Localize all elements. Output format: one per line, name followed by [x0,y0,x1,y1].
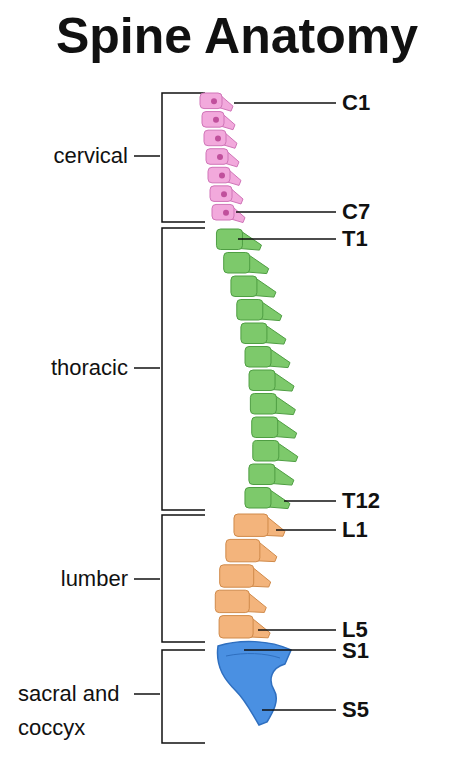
vertebra [200,93,233,111]
vertebral-body [226,539,260,561]
bracket [162,228,205,510]
foramen [217,154,223,160]
vertebra [212,204,245,222]
leader-line [276,529,336,531]
bracket [162,650,205,743]
vertebral-body [245,347,271,368]
vertebra-label: C1 [342,90,370,116]
vertebra-label: S1 [342,638,369,664]
leader-line [236,211,336,213]
vertebral-body [249,370,275,391]
foramen [221,191,227,197]
region-brackets [134,93,205,743]
vertebral-body [220,565,254,587]
vertebral-body [252,417,278,438]
vertebra [245,488,290,509]
leader-line [284,500,336,502]
vertebral-body [241,323,267,344]
vertebra [206,149,239,167]
region-label: thoracic [51,351,128,385]
vertebral-body [219,616,253,638]
vertebral-body [245,488,271,509]
vertebra [245,347,290,368]
vertebra [231,276,276,297]
leader-line [244,649,336,651]
vertebral-body [212,204,234,220]
bracket-dash [134,693,160,695]
bracket-dash [134,578,160,580]
vertebra [249,370,294,391]
leader-line [234,102,336,104]
leader-line [238,238,336,240]
sacrum-coccyx [217,641,291,725]
vertebra [252,417,297,438]
vertebrae [200,93,298,638]
leader-lines [234,103,336,710]
foramen [219,173,225,179]
vertebra [237,300,282,321]
vertebral-body [215,590,249,612]
vertebral-body [204,130,226,146]
vertebral-body [208,167,230,183]
foramen [215,135,221,141]
vertebral-body [210,186,232,202]
vertebra [210,186,243,204]
vertebral-body [200,93,222,109]
vertebra-label: S5 [342,697,369,723]
vertebra [226,539,277,561]
vertebra [224,253,269,274]
vertebral-body [234,514,268,536]
vertebra [204,130,237,148]
vertebra [253,441,298,462]
vertebra [249,464,294,485]
vertebral-body [253,441,279,462]
vertebra [234,514,285,536]
vertebral-body [224,253,250,274]
bracket-dash [134,155,160,157]
vertebral-body [249,464,275,485]
vertebra-label: T1 [342,226,368,252]
vertebra [215,590,266,612]
region-label: sacral and coccyx [18,677,136,745]
foramen [223,210,229,216]
title: Spine Anatomy [0,6,474,66]
vertebral-body [202,112,224,128]
vertebra [220,565,271,587]
vertebra [202,112,235,130]
leader-line [258,629,336,631]
vertebra-label: C7 [342,199,370,225]
leader-line [262,709,336,711]
sacrum-ridge [226,654,280,658]
vertebra [208,167,241,185]
foramen [213,117,219,123]
vertebra [241,323,286,344]
bracket-dash [134,367,160,369]
vertebra [219,616,270,638]
vertebra-label: T12 [342,488,380,514]
vertebral-body [237,300,263,321]
foramen [211,98,217,104]
region-label: lumber [61,562,128,596]
vertebra [250,394,295,415]
vertebra-label: L1 [342,517,368,543]
region-label: cervical [53,139,128,173]
vertebral-body [250,394,276,415]
vertebral-body [206,149,228,165]
bracket [162,515,205,642]
bracket [162,93,205,222]
vertebral-body [231,276,257,297]
